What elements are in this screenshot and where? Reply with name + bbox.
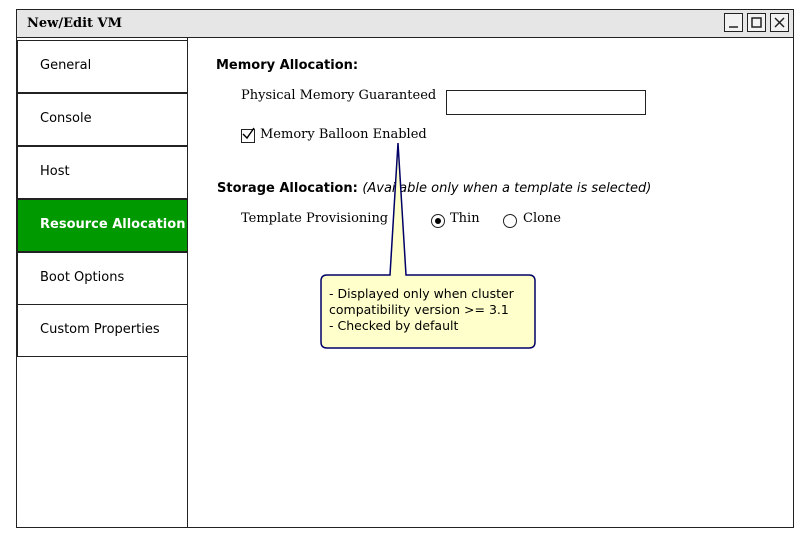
vm-dialog-window: New/Edit VM General Console Host Resourc… <box>16 9 794 528</box>
thin-radio[interactable] <box>431 214 445 228</box>
callout-line: - Displayed only when cluster <box>329 286 514 301</box>
sidebar-item-console[interactable]: Console <box>17 93 188 146</box>
close-icon <box>774 17 785 28</box>
storage-allocation-title: Storage Allocation: <box>217 181 358 196</box>
sidebar-item-boot-options[interactable]: Boot Options <box>17 252 188 305</box>
callout-text: - Displayed only when cluster compatibil… <box>329 286 529 334</box>
maximize-button[interactable] <box>747 13 766 32</box>
minimize-icon <box>729 26 738 28</box>
physical-memory-input[interactable] <box>446 90 646 115</box>
sidebar-item-host[interactable]: Host <box>17 146 188 199</box>
resource-allocation-panel: Memory Allocation: Physical Memory Guara… <box>188 38 793 527</box>
memory-balloon-label: Memory Balloon Enabled <box>260 127 427 142</box>
clone-radio-label: Clone <box>523 211 561 226</box>
storage-allocation-heading: Storage Allocation: (Available only when… <box>217 181 651 196</box>
maximize-icon <box>751 17 762 28</box>
window-title: New/Edit VM <box>27 16 123 31</box>
memory-balloon-checkbox[interactable] <box>241 127 255 143</box>
clone-radio[interactable] <box>503 214 517 228</box>
title-bar: New/Edit VM <box>17 10 793 38</box>
sidebar-item-general[interactable]: General <box>17 40 188 93</box>
checkmark-icon <box>242 127 255 140</box>
template-provisioning-label: Template Provisioning <box>241 211 389 226</box>
radio-selected-dot <box>435 218 441 224</box>
sidebar-item-resource-allocation[interactable]: Resource Allocation <box>17 199 188 252</box>
minimize-button[interactable] <box>724 13 743 32</box>
callout-line: compatibility version >= 3.1 <box>329 302 509 317</box>
thin-radio-label: Thin <box>450 211 480 226</box>
sidebar-item-custom-properties[interactable]: Custom Properties <box>17 304 188 357</box>
callout-line: - Checked by default <box>329 318 459 333</box>
sidebar: General Console Host Resource Allocation… <box>17 38 188 527</box>
physical-memory-label: Physical Memory Guaranteed <box>241 88 437 103</box>
memory-allocation-heading: Memory Allocation: <box>216 58 359 73</box>
storage-allocation-note: (Available only when a template is selec… <box>362 181 652 196</box>
close-button[interactable] <box>770 13 789 32</box>
